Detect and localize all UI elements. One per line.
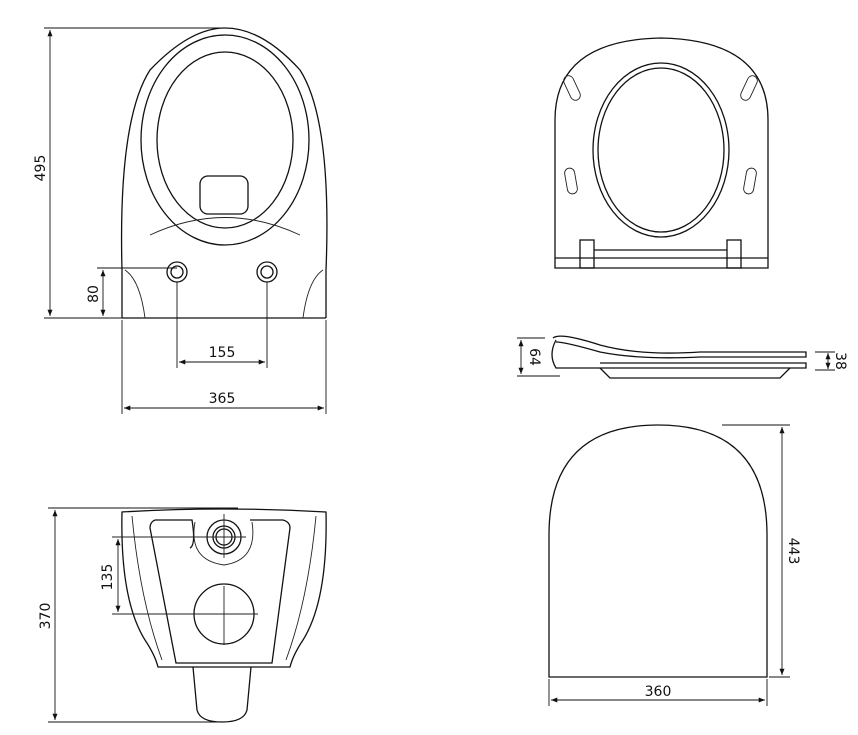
dim-443: 443 [785, 538, 801, 565]
dim-80: 80 [86, 285, 102, 303]
dim-360: 360 [645, 684, 672, 700]
front-view: 495 80 155 365 [33, 27, 328, 414]
seat-side-view: 64 38 [517, 335, 848, 379]
rear-view: 370 135 [38, 507, 327, 723]
dim-64: 64 [526, 348, 542, 366]
dim-38: 38 [832, 352, 848, 370]
dim-135: 135 [100, 564, 116, 591]
dim-155: 155 [209, 345, 236, 361]
lid-view: 443 360 [548, 424, 801, 706]
dim-495: 495 [33, 155, 49, 182]
mounting-hole-left [166, 261, 188, 283]
dim-370: 370 [38, 603, 54, 630]
mounting-hole-right [256, 261, 278, 283]
dim-365: 365 [209, 391, 236, 407]
seat-top-view [554, 37, 769, 269]
